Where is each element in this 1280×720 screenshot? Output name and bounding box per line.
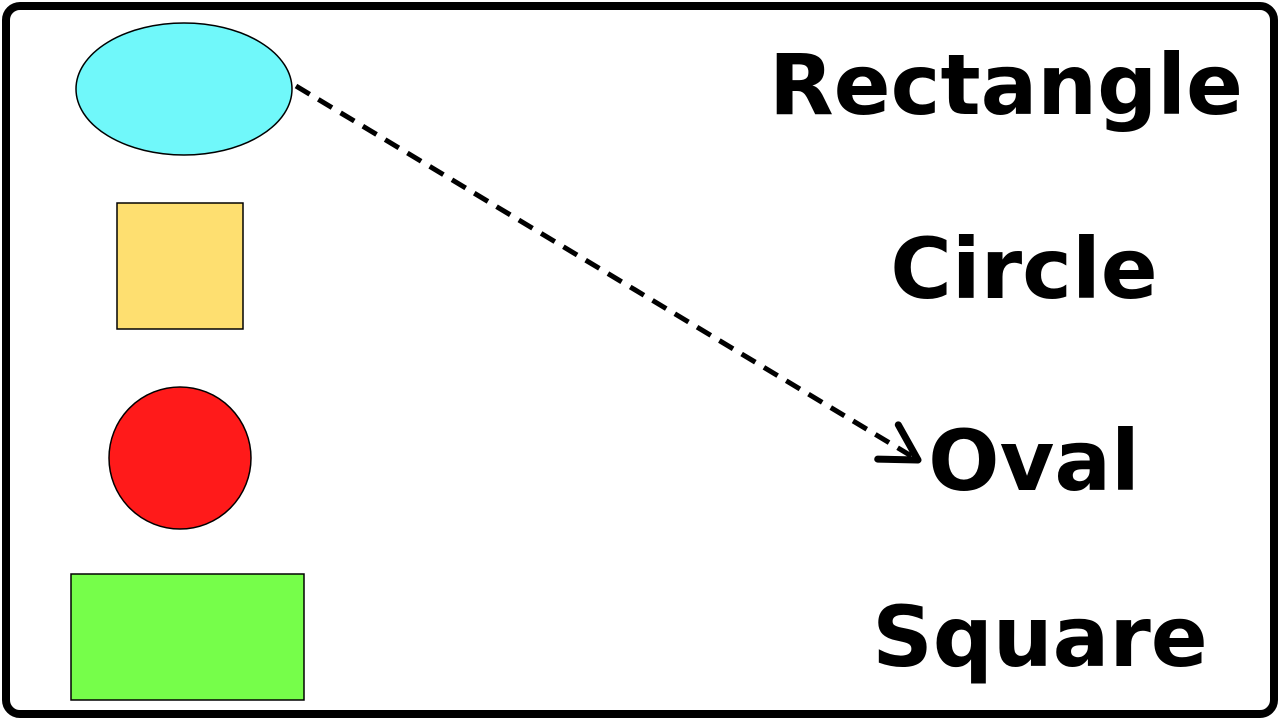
square-shape[interactable]	[116, 202, 244, 330]
word-circle[interactable]: Circle	[890, 220, 1157, 318]
word-oval[interactable]: Oval	[928, 412, 1140, 510]
word-rectangle[interactable]: Rectangle	[769, 36, 1243, 134]
oval-shape[interactable]	[75, 22, 293, 156]
match-arrow	[294, 83, 922, 464]
word-square[interactable]: Square	[872, 588, 1208, 686]
rectangle-shape[interactable]	[70, 573, 305, 701]
circle-shape[interactable]	[108, 386, 252, 530]
